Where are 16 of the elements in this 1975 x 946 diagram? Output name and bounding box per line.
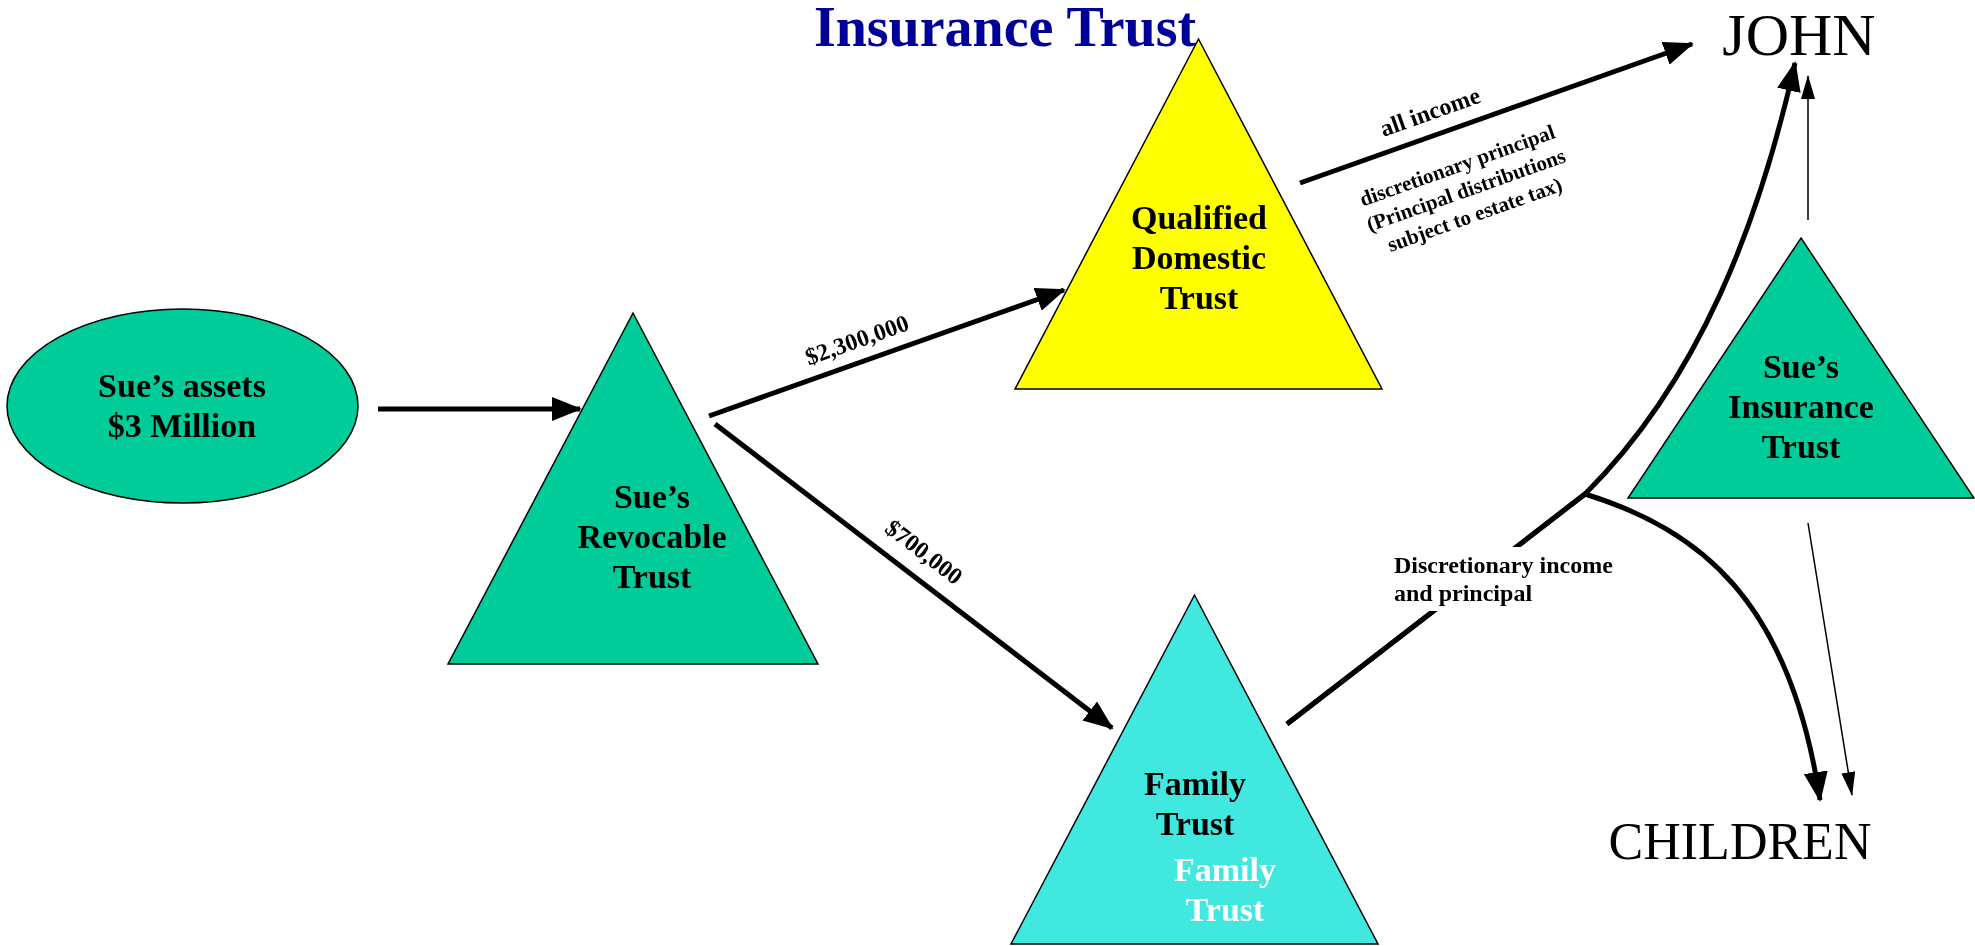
arrow [708, 287, 1066, 419]
arrow [1299, 41, 1694, 186]
node-label: Family Trust [1143, 764, 1247, 844]
arrow [1801, 75, 1815, 221]
node-label: Qualified Domestic Trust [1130, 198, 1268, 318]
arrow [378, 397, 582, 421]
title: Insurance Trust [812, 0, 1198, 58]
name-label: CHILDREN [1600, 814, 1880, 870]
arrow [1807, 522, 1856, 796]
node-label: Sue’s assets $3 Million [97, 366, 267, 446]
arrow [713, 422, 1114, 730]
node-label: Sue’s Insurance Trust [1727, 347, 1875, 467]
node-label: Family Trust [1173, 850, 1277, 930]
edge-label: all income [1376, 81, 1484, 142]
name-label: JOHN [1706, 4, 1892, 66]
node-label: Sue’s Revocable Trust [576, 477, 728, 597]
